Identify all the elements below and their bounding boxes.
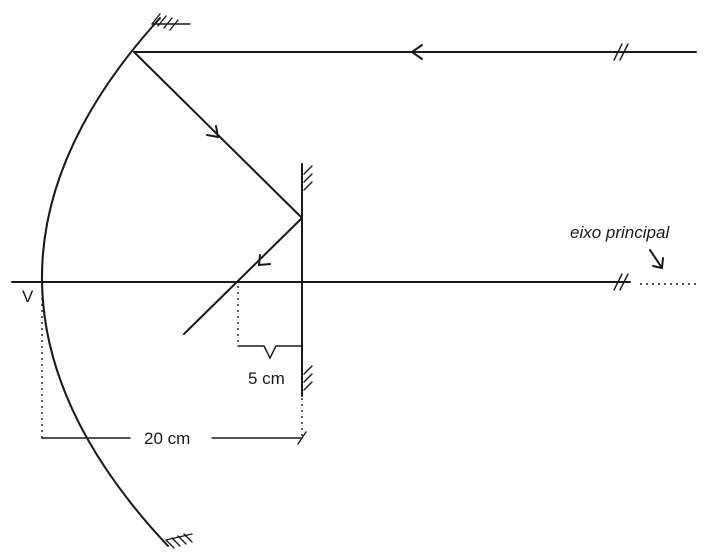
vertex-label: V [22, 287, 34, 306]
principal-axis-label: eixo principal [570, 223, 670, 242]
dim-5cm-label: 5 cm [248, 369, 285, 388]
incident-ray-arrow [410, 44, 423, 60]
dim-20cm-label: 20 cm [144, 429, 190, 448]
concave-mirror-bottom-hatch [165, 533, 193, 549]
reflected-ray-1-arrow [206, 125, 220, 139]
reflected-ray-2 [183, 217, 303, 335]
plane-mirror-top-hatch [303, 165, 313, 191]
principal-axis-pointer-head [652, 257, 664, 270]
principal-axis-pointer [649, 249, 663, 269]
concave-mirror-top-hatch [151, 13, 191, 31]
axis-break-mark [613, 273, 629, 291]
reflected-ray-2-arrow [257, 254, 271, 267]
plane-mirror-bottom-hatch [303, 365, 313, 391]
dim-20cm-tick-right [297, 431, 307, 445]
dim-5cm-bracket [237, 345, 303, 360]
incident-ray-break-mark [613, 43, 629, 61]
